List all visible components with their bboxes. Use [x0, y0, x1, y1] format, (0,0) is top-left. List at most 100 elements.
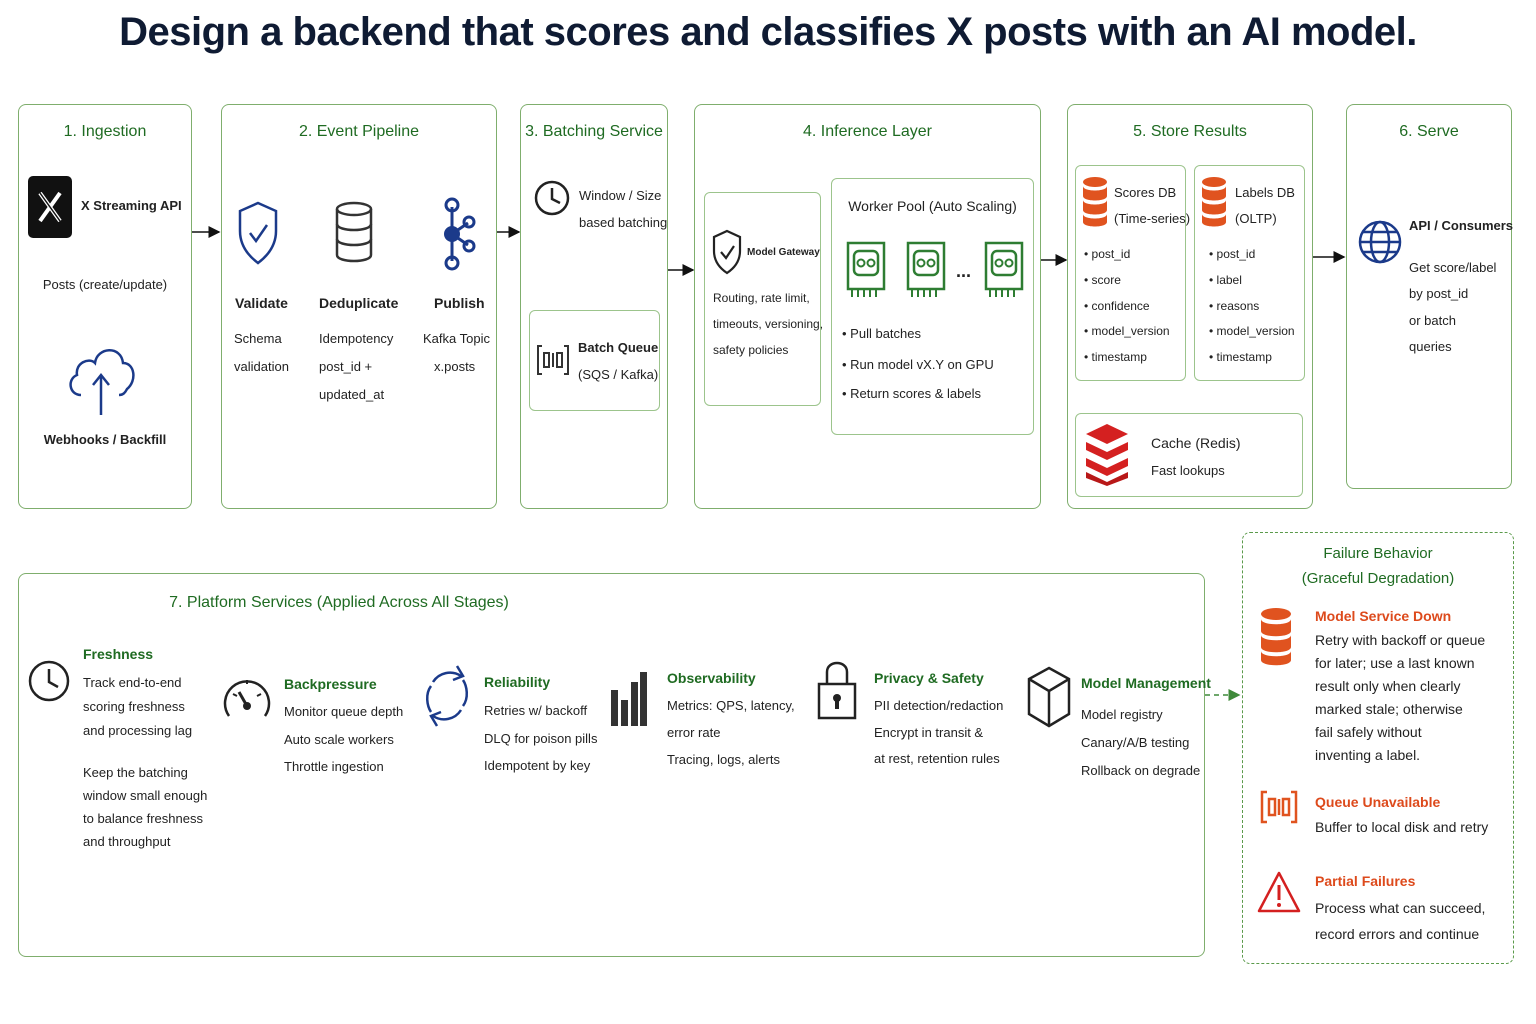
warning-icon — [1257, 871, 1301, 913]
freshness-title: Freshness — [83, 646, 154, 662]
labels-db-title: Labels DB — [1235, 185, 1295, 200]
model-service-down-title: Model Service Down — [1315, 608, 1452, 624]
database-orange-icon — [1202, 177, 1226, 227]
labels-field: label — [1209, 272, 1242, 288]
shield-check-icon — [712, 229, 742, 275]
clock-icon — [534, 180, 570, 216]
stage-ingestion: 1. Ingestion X Streaming API Posts (crea… — [18, 104, 192, 509]
model-service-down-line: marked stale; otherwise — [1315, 701, 1463, 717]
serve-line: by post_id — [1409, 286, 1469, 301]
batch-queue-box: Batch Queue (SQS / Kafka) — [529, 310, 660, 411]
model-management-line: Model registry — [1081, 707, 1163, 722]
refresh-icon — [426, 665, 468, 727]
observability-line: Metrics: QPS, latency, — [667, 698, 795, 713]
gauge-icon — [223, 680, 271, 717]
queue-unavailable-title: Queue Unavailable — [1315, 794, 1441, 810]
model-management-line: Rollback on degrade — [1081, 763, 1201, 778]
queue-unavailable-line: Buffer to local disk and retry — [1315, 819, 1489, 835]
freshness-line: and processing lag — [83, 723, 193, 738]
gpu-icon — [906, 241, 946, 297]
validate-line: validation — [234, 359, 289, 374]
cache-sub: Fast lookups — [1151, 463, 1225, 478]
pool-bullet: Run model vX.Y on GPU — [842, 356, 994, 374]
cube-icon — [1027, 666, 1071, 728]
redis-icon — [1086, 424, 1128, 486]
deduplicate-label: Deduplicate — [319, 295, 399, 311]
batching-window-line: based batching — [579, 215, 668, 230]
scores-field: score — [1084, 272, 1121, 288]
partial-failures-line: record errors and continue — [1315, 926, 1480, 942]
gateway-line: safety policies — [713, 343, 789, 357]
model-service-down-line: Retry with backoff or queue — [1315, 632, 1486, 648]
clock-icon — [28, 660, 70, 702]
model-management-title: Model Management — [1081, 675, 1211, 691]
worker-pool-title: Worker Pool (Auto Scaling) — [848, 198, 1017, 214]
queue-icon — [1260, 790, 1298, 824]
validate-line: Schema — [234, 331, 282, 346]
webhooks-label: Webhooks / Backfill — [43, 432, 167, 447]
backpressure-line: Auto scale workers — [284, 732, 394, 747]
freshness-line: scoring freshness — [83, 699, 185, 714]
backpressure-title: Backpressure — [284, 676, 377, 692]
labels-field: timestamp — [1209, 349, 1272, 365]
kafka-icon — [444, 197, 476, 271]
deduplicate-line: Idempotency — [319, 331, 394, 346]
labels-field: reasons — [1209, 298, 1260, 314]
x-logo-icon — [28, 176, 72, 238]
database-icon — [335, 201, 373, 263]
model-service-down-line: result only when clearly — [1315, 678, 1461, 694]
batching-heading: 3. Batching Service — [525, 123, 663, 140]
serve-line: or batch — [1409, 313, 1456, 328]
backpressure-line: Throttle ingestion — [284, 759, 384, 774]
bar-chart-icon — [611, 672, 647, 726]
serve-heading: 6. Serve — [1399, 123, 1459, 140]
deduplicate-line: post_id + — [319, 359, 373, 374]
model-gateway-title: Model Gateway — [747, 247, 820, 258]
model-service-down-line: inventing a label. — [1315, 747, 1421, 763]
deduplicate-line: updated_at — [319, 387, 385, 402]
scores-db-title: (Time-series) — [1114, 211, 1191, 226]
serve-line: Get score/label — [1409, 260, 1497, 275]
gpu-icon — [846, 241, 886, 297]
privacy-title: Privacy & Safety — [874, 670, 984, 686]
publish-line: Kafka Topic — [423, 331, 490, 346]
privacy-line: PII detection/redaction — [874, 698, 1004, 713]
inference-heading: 4. Inference Layer — [803, 123, 932, 140]
reliability-title: Reliability — [484, 674, 551, 690]
globe-icon — [1358, 220, 1402, 264]
pipeline-heading: 2. Event Pipeline — [298, 123, 420, 140]
stage-platform-services: 7. Platform Services (Applied Across All… — [18, 573, 1211, 957]
partial-failures-line: Process what can succeed, — [1315, 900, 1486, 916]
batch-queue-title: Batch Queue — [578, 340, 659, 355]
reliability-line: DLQ for poison pills — [484, 731, 598, 746]
lock-icon — [817, 661, 857, 720]
scores-field: model_version — [1084, 323, 1170, 339]
pool-bullet: Pull batches — [842, 325, 921, 343]
privacy-line: Encrypt in transit & — [874, 725, 984, 740]
database-orange-icon — [1083, 177, 1107, 227]
stage-inference-layer: 4. Inference Layer Model Gateway Routing… — [694, 104, 1041, 509]
batching-window-line: Window / Size — [579, 188, 662, 203]
serve-title: API / Consumers — [1409, 218, 1514, 233]
freshness-line: Track end-to-end — [83, 675, 182, 690]
x-streaming-api-label: X Streaming API — [81, 198, 182, 213]
freshness-extra: and throughput — [83, 834, 171, 849]
backpressure-line: Monitor queue depth — [284, 704, 404, 719]
observability-line: error rate — [667, 725, 721, 740]
batch-queue-sub: (SQS / Kafka) — [578, 367, 659, 382]
failure-heading: Failure Behavior — [1323, 545, 1433, 562]
gpu-icon — [984, 241, 1024, 297]
privacy-line: at rest, retention rules — [874, 751, 1000, 766]
posts-label: Posts (create/update) — [42, 277, 168, 292]
queue-icon — [537, 345, 569, 375]
ingestion-heading: 1. Ingestion — [63, 123, 147, 140]
failure-heading: (Graceful Degradation) — [1301, 570, 1455, 587]
labels-db-title: (OLTP) — [1235, 211, 1277, 226]
stage-store-results: 5. Store Results Scores DB (Time-series)… — [1067, 104, 1313, 509]
cache-title: Cache (Redis) — [1151, 435, 1241, 451]
labels-field: model_version — [1209, 323, 1295, 339]
page-title: Design a backend that scores and classif… — [119, 10, 1417, 54]
freshness-extra: window small enough — [83, 788, 208, 803]
model-service-down-line: for later; use a last known — [1315, 655, 1475, 671]
model-management-line: Canary/A/B testing — [1081, 735, 1190, 750]
